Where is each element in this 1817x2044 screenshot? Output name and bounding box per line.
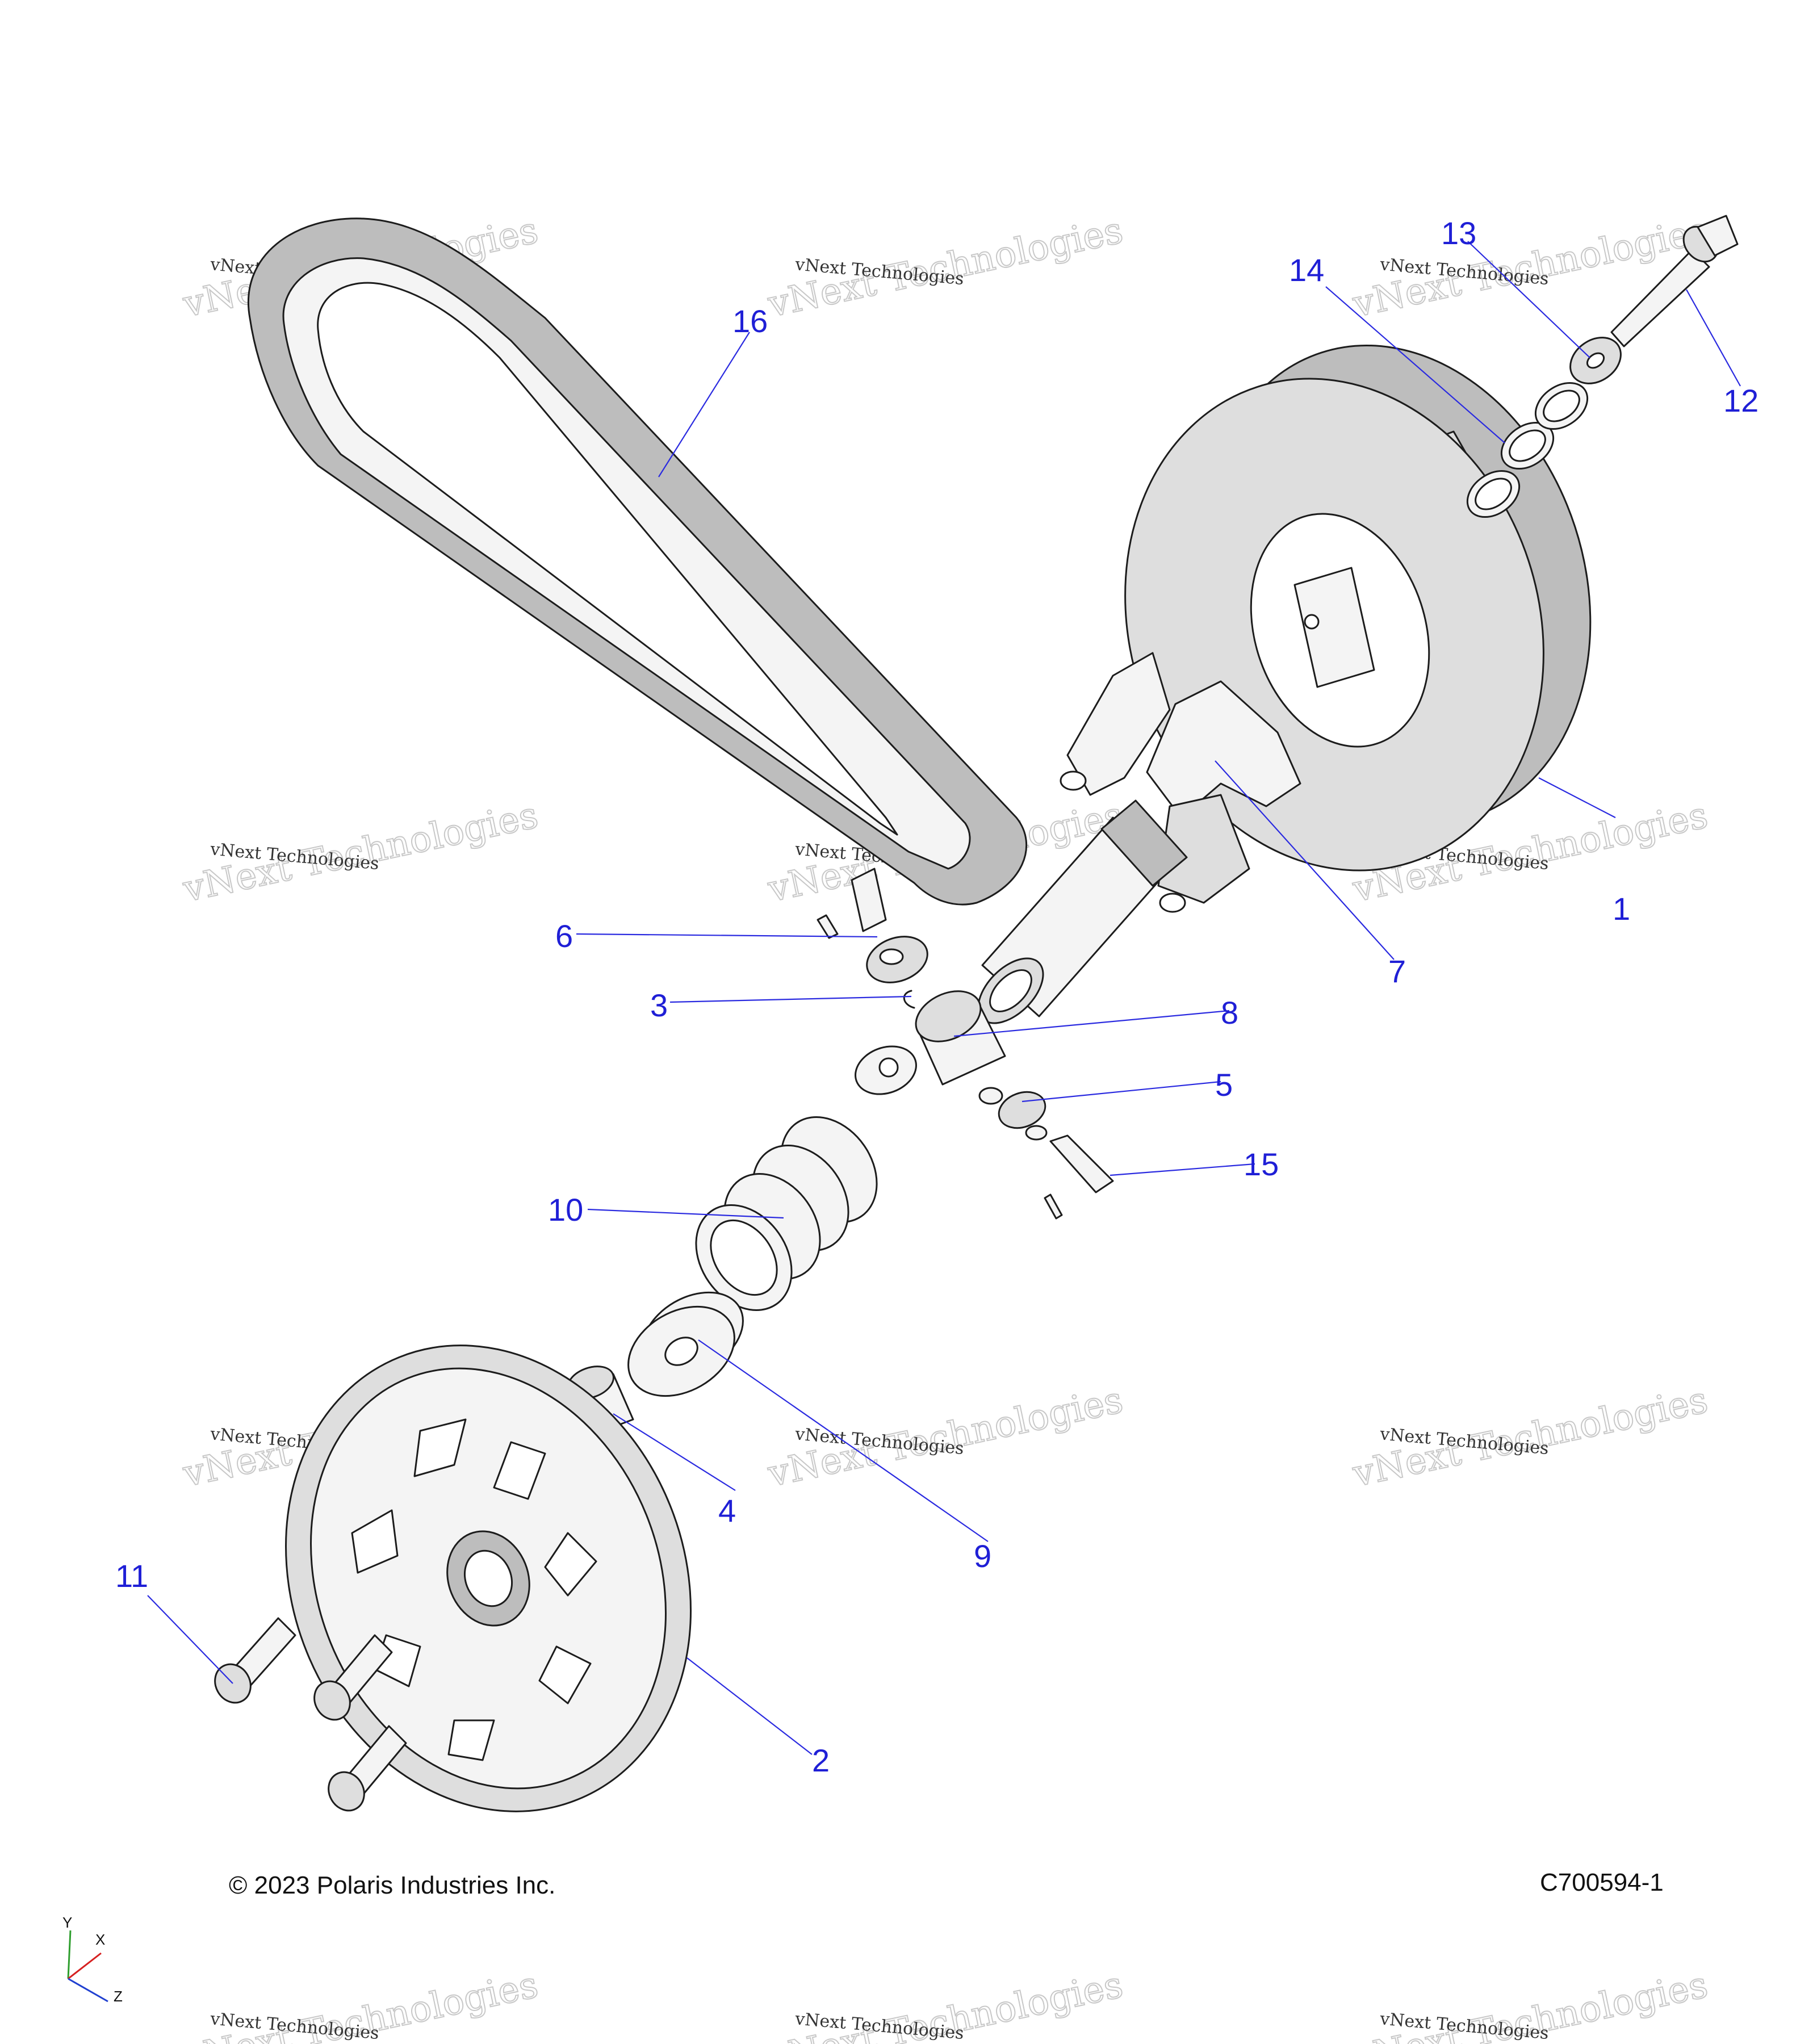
callout-12[interactable]: 12 [1723, 383, 1759, 418]
callout-7[interactable]: 7 [1388, 953, 1406, 989]
leader-lines [147, 241, 1741, 1755]
y-axis-label: Y [62, 1914, 72, 1931]
fixed-sheave[interactable] [217, 1284, 759, 1873]
shim-washers[interactable] [1459, 374, 1596, 527]
callout-8[interactable]: 8 [1221, 995, 1238, 1031]
callout-13[interactable]: 13 [1441, 215, 1476, 251]
screw[interactable] [208, 1617, 296, 1709]
spider-helix[interactable] [1060, 652, 1301, 913]
watermark: vNext Technologies vNext Technologies [179, 1963, 542, 2044]
callout-14[interactable]: 14 [1289, 252, 1324, 288]
axis-triad: Y X Z [62, 1914, 123, 2005]
watermark: vNext Technologies vNext Technologies [764, 1963, 1127, 2044]
callout-3[interactable]: 3 [650, 987, 668, 1023]
drive-belt[interactable] [248, 217, 1028, 906]
callout-5[interactable]: 5 [1215, 1067, 1233, 1103]
spring-seat[interactable] [612, 1275, 757, 1414]
callout-16[interactable]: 16 [732, 303, 768, 339]
movable-sheave[interactable] [1063, 295, 1651, 925]
x-axis-label: X [95, 1931, 105, 1948]
y-axis-line [67, 1930, 72, 1979]
z-axis-label: Z [114, 1988, 123, 2005]
callout-4[interactable]: 4 [718, 1493, 736, 1528]
roller[interactable] [860, 928, 933, 990]
x-axis-line [68, 1952, 102, 1980]
roller-pin-right[interactable] [1044, 1134, 1114, 1220]
callout-2[interactable]: 2 [812, 1743, 830, 1778]
callout-labels: 1 2 3 4 5 6 7 8 9 10 11 12 13 14 15 16 [115, 215, 1759, 1778]
callout-11[interactable]: 11 [115, 1558, 148, 1594]
bushing[interactable] [908, 981, 1006, 1086]
watermark: vNext Technologies vNext Technologies [1349, 1379, 1712, 1496]
screw[interactable] [308, 1634, 393, 1726]
watermark: vNext Technologies vNext Technologies [179, 794, 542, 911]
washer[interactable] [1561, 328, 1630, 393]
callout-1[interactable]: 1 [1613, 891, 1630, 927]
roller-pin[interactable] [817, 868, 887, 939]
drawing-id: C700594-1 [1540, 1869, 1664, 1896]
watermark: vNext Technologies vNext Technologies [764, 1379, 1127, 1496]
clutch-spring[interactable] [676, 1099, 897, 1329]
watermark: vNext Technologies vNext Technologies [764, 209, 1127, 326]
callout-9[interactable]: 9 [974, 1538, 991, 1574]
watermark: vNext Technologies vNext Technologies [1349, 1963, 1712, 2044]
clutch-shaft [977, 799, 1188, 1024]
roller-right[interactable] [978, 1086, 1050, 1141]
clutch-bolt[interactable] [1610, 215, 1739, 347]
copyright-text: © 2023 Polaris Industries Inc. [229, 1871, 555, 1899]
snap-ring[interactable] [903, 990, 915, 1009]
screw[interactable] [322, 1725, 407, 1817]
callout-6[interactable]: 6 [555, 918, 573, 954]
callout-15[interactable]: 15 [1244, 1146, 1279, 1182]
z-axis-line [68, 1978, 108, 2003]
callout-10[interactable]: 10 [548, 1192, 583, 1228]
cam-button[interactable] [849, 1038, 923, 1103]
